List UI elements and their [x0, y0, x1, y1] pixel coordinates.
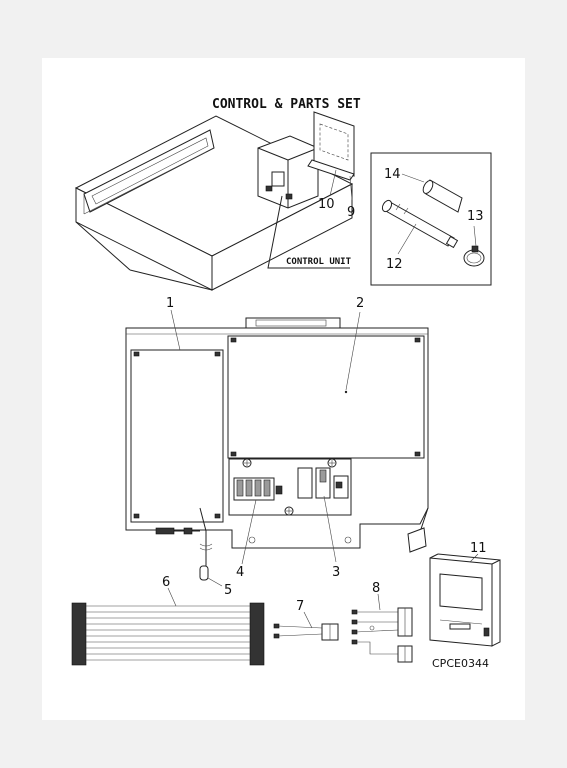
- part-11-remote-controller: [429, 553, 501, 647]
- part-12-drain-hose: [381, 199, 459, 249]
- callout-12: 12: [386, 257, 403, 272]
- control-unit-label: CONTROL UNIT: [286, 257, 352, 267]
- callout-10: 10: [318, 197, 335, 212]
- callout-4: 4: [236, 565, 244, 580]
- drawing-code: CPCE0344: [432, 657, 489, 670]
- callout-3: 3: [332, 565, 340, 580]
- leader-9: [349, 175, 353, 201]
- part-6-wire-harness: [71, 602, 265, 666]
- part-3-relay-block: [297, 467, 349, 499]
- part-10-plate: [307, 111, 355, 181]
- part-1-pcb-plate: [130, 349, 224, 523]
- callout-7: 7: [296, 599, 304, 614]
- callout-14: 14: [384, 167, 401, 182]
- callout-5: 5: [224, 583, 232, 598]
- callout-9: 9: [347, 205, 355, 220]
- leader-11: [469, 553, 479, 563]
- callout-6: 6: [162, 575, 170, 590]
- leader-10: [329, 169, 337, 197]
- leader-3: [323, 495, 337, 563]
- control-unit-leader: [267, 195, 350, 269]
- leader-2: [345, 311, 361, 391]
- leader-7: [303, 611, 313, 629]
- leader-8: [377, 593, 381, 611]
- leader-4: [241, 499, 257, 565]
- control-unit-box: [257, 135, 319, 209]
- callout-8: 8: [372, 581, 380, 596]
- part-14-insulation-sleeve: [422, 179, 463, 213]
- leader-13: [473, 225, 477, 247]
- callout-13: 13: [467, 209, 484, 224]
- diagram-title: CONTROL & PARTS SET: [212, 97, 361, 112]
- leader-5: [207, 577, 223, 587]
- callout-1: 1: [166, 296, 174, 311]
- callout-11: 11: [470, 541, 487, 556]
- leader-14: [401, 173, 425, 183]
- leader-1: [170, 309, 181, 351]
- part-7-connector-harness: [273, 623, 339, 641]
- leader-6: [167, 587, 177, 607]
- part-4-terminal-block: [233, 477, 283, 501]
- part-5-sensor: [155, 507, 213, 581]
- callout-2: 2: [356, 296, 364, 311]
- part-13-hose-clamp: [463, 245, 485, 267]
- leader-12: [397, 223, 417, 255]
- part-8-branched-harness: [351, 607, 413, 663]
- part-2-main-pcb: [227, 335, 425, 459]
